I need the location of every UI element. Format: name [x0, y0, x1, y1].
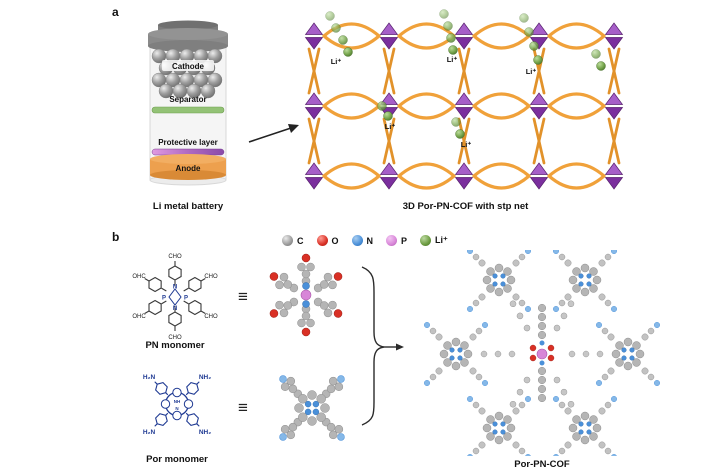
- protective-layer-label: Protective layer: [158, 138, 218, 147]
- legend-item-nitrogen: N: [351, 235, 374, 246]
- pn-3d-n-atom: [302, 282, 310, 290]
- arrow-to-network: [248, 124, 299, 143]
- pn-3d-n-atom: [302, 300, 310, 308]
- inner-n-label: N: [175, 406, 178, 411]
- phosphorus-sphere-icon: [386, 235, 398, 246]
- oxygen-sphere-icon: [316, 235, 328, 246]
- pn-monomer-3d-model: [269, 253, 343, 337]
- battery-schematic: Cathode Separator Protective layer Anode: [148, 20, 228, 186]
- anode-layer: [150, 154, 226, 180]
- por-pn-cof-structure: [423, 250, 661, 456]
- separator-layer: [151, 106, 225, 114]
- li-label: Li⁺: [447, 55, 458, 64]
- equivalence-symbol: ≡: [238, 287, 248, 306]
- cho-label: OHC: [132, 314, 146, 320]
- por-monomer-caption: Por monomer: [146, 454, 208, 465]
- anode-label: Anode: [176, 164, 201, 173]
- porphyrin-macrocycle: [160, 387, 194, 421]
- legend-label: O: [331, 235, 339, 246]
- amine-label: NH₂: [199, 429, 211, 436]
- battery-cap: [148, 20, 228, 52]
- legend-item-lithium: Li⁺: [420, 235, 448, 246]
- nitrogen-sphere-icon: [351, 235, 363, 246]
- amine-label: H₂N: [143, 374, 156, 381]
- pn-3d-arms: [269, 253, 343, 337]
- inner-nh-label: NH: [174, 399, 181, 404]
- li-ion-spheres: [325, 9, 606, 139]
- cof-vertical-struts: [307, 47, 621, 165]
- cho-label: CHO: [204, 274, 218, 280]
- cathode-label: Cathode: [172, 62, 205, 71]
- pn-monomer-caption: PN monomer: [145, 340, 205, 351]
- li-label: Li⁺: [385, 122, 396, 131]
- cof-product-linkers: [480, 300, 604, 408]
- stp-network-diagram: Li⁺ Li⁺ Li⁺ Li⁺ Li⁺: [305, 9, 623, 190]
- cho-label: CHO: [168, 254, 182, 260]
- pn-arms: [144, 261, 206, 331]
- product-caption: Por-PN-COF: [514, 459, 570, 470]
- por-3d-arms: [279, 375, 345, 441]
- atom-legend: C O N P Li⁺: [282, 235, 448, 246]
- cathode-label-bg: [162, 60, 214, 71]
- separator-label: Separator: [169, 95, 206, 104]
- legend-label: N: [366, 235, 374, 246]
- legend-label: Li⁺: [435, 235, 448, 245]
- core-n-label: N: [173, 285, 177, 291]
- amine-label: NH₂: [199, 374, 211, 381]
- core-p-atom: [536, 348, 548, 360]
- por-3d-macrocycle: [294, 390, 330, 426]
- cof-linkers: [322, 22, 606, 190]
- por-monomer-3d-model: [279, 375, 345, 441]
- li-label: Li⁺: [461, 140, 472, 149]
- amine-label: H₂N: [143, 429, 156, 436]
- pn-monomer-structure: N N P P CHO CHO CHO CHO OHC OHC: [132, 254, 218, 341]
- panel-a-label: a: [112, 5, 119, 19]
- pn-3d-p-atom: [300, 289, 312, 301]
- pn-core-ring: [168, 288, 182, 306]
- li-ion-labels: Li⁺ Li⁺ Li⁺ Li⁺ Li⁺: [331, 55, 537, 149]
- por-monomer-structure: NH N H₂N NH₂ H₂N NH₂: [143, 374, 211, 436]
- legend-item-carbon: C: [282, 235, 304, 246]
- cho-label: OHC: [132, 274, 146, 280]
- cho-label: CHO: [204, 314, 218, 320]
- core-p-label: P: [162, 296, 166, 302]
- li-label: Li⁺: [331, 57, 342, 66]
- por-3d-n-atoms: [304, 400, 320, 416]
- core-n-atom: [539, 340, 545, 346]
- por-arms: [154, 381, 200, 427]
- cathode-spheres: [151, 48, 223, 99]
- li-label: Li⁺: [526, 67, 537, 76]
- battery-caption: Li metal battery: [152, 201, 224, 212]
- panel-b-label: b: [112, 230, 120, 244]
- legend-item-oxygen: O: [316, 235, 339, 246]
- core-n-atom: [539, 360, 545, 366]
- carbon-sphere-icon: [282, 235, 293, 246]
- combine-bracket-arrow: [361, 266, 404, 426]
- legend-label: P: [401, 235, 408, 246]
- cho-label: CHO: [168, 335, 182, 341]
- legend-label: C: [297, 235, 304, 246]
- cof-product-core: [529, 303, 555, 403]
- legend-item-phosphorus: P: [386, 235, 407, 246]
- core-p-label: P: [184, 296, 188, 302]
- network-caption: 3D Por-PN-COF with stp net: [402, 201, 529, 212]
- core-n-label: N: [173, 306, 177, 312]
- equivalence-symbol: ≡: [238, 398, 248, 417]
- lithium-sphere-icon: [420, 235, 432, 246]
